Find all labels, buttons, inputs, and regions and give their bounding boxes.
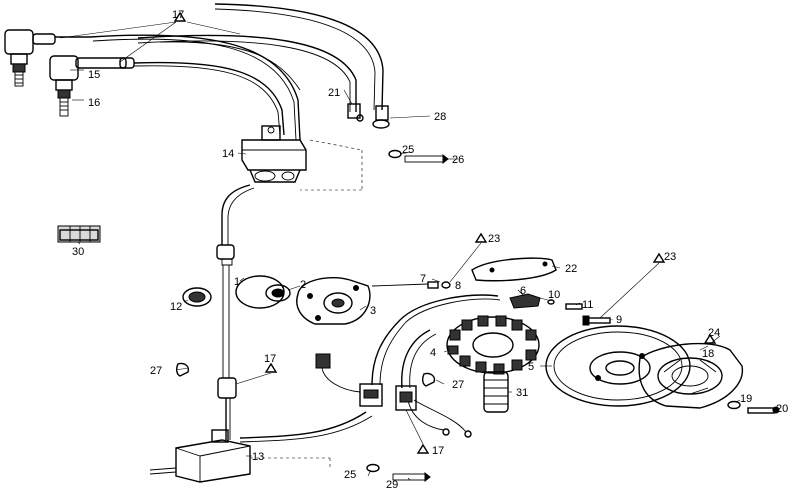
connector-right [395, 385, 417, 411]
seal-2 [265, 284, 291, 302]
callout-12: 12 [170, 301, 182, 313]
callout-26: 26 [452, 154, 464, 166]
callout-9: 9 [616, 314, 622, 326]
module-dashed-outline [250, 457, 331, 470]
high-tension-wires [89, 34, 301, 141]
callout-11: 11 [582, 299, 593, 311]
callout-10: 10 [548, 289, 560, 301]
callout-7: 7 [420, 273, 426, 285]
washer-10 [547, 299, 555, 305]
washer-25-upper [388, 149, 402, 159]
callout-27: 27 [452, 379, 464, 391]
starter-pulley-18 [638, 342, 744, 409]
callout-4: 4 [430, 347, 436, 359]
callout-2: 2 [300, 279, 306, 291]
callout-25: 25 [344, 469, 356, 481]
spark-plug-right [57, 89, 71, 117]
callout-20: 20 [776, 403, 788, 415]
spark-plug-left [12, 63, 26, 87]
bolt-26 [404, 153, 449, 165]
coil-cable [216, 184, 255, 378]
callout-22: 22 [565, 263, 577, 275]
callout-25: 25 [402, 144, 414, 156]
callout-29: 29 [386, 479, 398, 491]
callout-6: 6 [520, 285, 526, 297]
callout-27: 27 [150, 365, 162, 377]
callout-labels: 17 15 16 21 28 14 25 26 30 23 22 23 1 2 … [72, 9, 788, 491]
callout-17: 17 [172, 9, 184, 21]
callout-13: 13 [252, 451, 264, 463]
rubber-boot-31 [483, 371, 509, 413]
screw-11 [565, 303, 583, 310]
callout-19: 19 [740, 393, 752, 405]
spark-plug-cap-left [4, 29, 90, 65]
callout-30: 30 [72, 246, 84, 258]
washer-19 [727, 400, 741, 410]
callout-16: 16 [88, 97, 100, 109]
pickup-6 [509, 293, 541, 309]
leader-lines [59, 21, 779, 481]
callout-18: 18 [702, 348, 714, 360]
callout-21: 21 [328, 87, 340, 99]
callout-14: 14 [222, 148, 234, 160]
bolt-9 [582, 315, 611, 326]
callout-1: 1 [234, 276, 240, 288]
callout-23: 23 [664, 251, 676, 263]
callout-31: 31 [516, 387, 528, 399]
callout-17: 17 [264, 353, 276, 365]
callout-8: 8 [455, 280, 461, 292]
housing-3 [296, 277, 371, 325]
washer-8 [441, 281, 451, 289]
terminal-block-30 [57, 225, 101, 243]
bearing-12 [182, 287, 212, 307]
connector-left [359, 383, 383, 407]
coil-dashed-outline [300, 139, 363, 191]
callout-5: 5 [528, 361, 534, 373]
ignition-coil [241, 125, 307, 183]
clip-27-left [175, 362, 190, 377]
callout-28: 28 [434, 111, 446, 123]
screw-7 [371, 281, 439, 289]
cover-22 [471, 257, 557, 282]
washer-25-lower [366, 463, 380, 473]
connector-plug-loose [315, 353, 361, 393]
warning-triangle-icons [173, 11, 717, 454]
wire-harness-21 [137, 3, 389, 121]
clamp-28 [356, 114, 390, 129]
bolt-20 [747, 406, 780, 414]
callout-24: 24 [708, 327, 720, 339]
callout-17: 17 [432, 445, 444, 457]
callout-23: 23 [488, 233, 500, 245]
stator-wires [371, 294, 501, 438]
bolt-29 [392, 471, 431, 483]
flywheel-5 [545, 325, 691, 407]
callout-15: 15 [88, 69, 100, 81]
clip-27-right [421, 372, 436, 387]
callout-3: 3 [370, 305, 376, 317]
stator-4 [446, 315, 540, 375]
cdi-module-13 [149, 429, 251, 483]
lower-harness [217, 377, 373, 443]
